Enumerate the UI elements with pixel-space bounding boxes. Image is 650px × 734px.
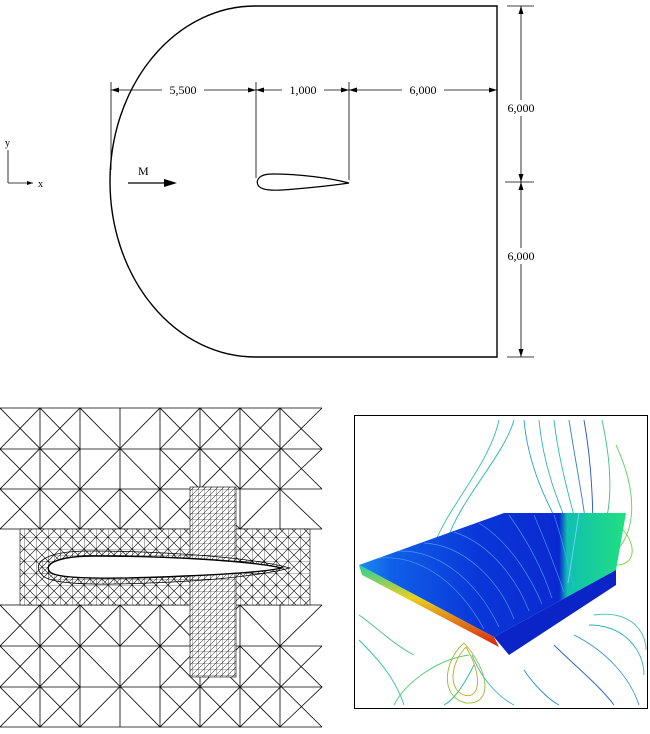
shock-fine-mesh	[189, 486, 237, 678]
solution-svg	[354, 415, 648, 709]
airfoil	[256, 173, 350, 191]
mach-label: M	[138, 164, 149, 178]
far-field-boundary	[109, 5, 498, 358]
wing-trailing-face	[494, 570, 616, 655]
mesh-svg	[0, 407, 323, 728]
arrowhead	[248, 87, 256, 93]
dim-lower-height-label: 6,000	[508, 249, 535, 263]
freestream-arrowhead	[164, 179, 177, 187]
y-axis-label: y	[5, 138, 10, 149]
adaptive-mesh-panel	[0, 405, 325, 729]
wing-solution-panel	[354, 415, 648, 709]
dim-downstream-label: 6,000	[410, 83, 437, 97]
x-axis-arrowhead	[27, 181, 33, 185]
wing-upper-surface	[359, 513, 626, 637]
arrowhead	[111, 87, 119, 93]
arrowhead	[518, 349, 524, 357]
arrowhead	[341, 87, 349, 93]
surface-contours	[378, 514, 575, 630]
computational-domain-diagram: 5,500 1,000 6,000 6,000 6,000 M y x	[5, 5, 535, 358]
mesh-airfoil	[47, 555, 283, 579]
arrowhead	[518, 6, 524, 14]
arrowhead	[518, 174, 524, 182]
domain-svg: 5,500 1,000 6,000 6,000 6,000 M y x	[5, 5, 535, 358]
wing-leading-edge	[359, 565, 499, 647]
dim-chord-label: 1,000	[290, 83, 317, 97]
arrowhead	[349, 87, 357, 93]
arrowhead	[489, 87, 497, 93]
arrowhead	[256, 87, 264, 93]
shock-line	[567, 512, 580, 584]
arrowhead	[518, 182, 524, 190]
dim-upstream-label: 5,500	[170, 83, 197, 97]
dim-upper-height-label: 6,000	[508, 101, 535, 115]
x-axis-label: x	[38, 179, 43, 190]
